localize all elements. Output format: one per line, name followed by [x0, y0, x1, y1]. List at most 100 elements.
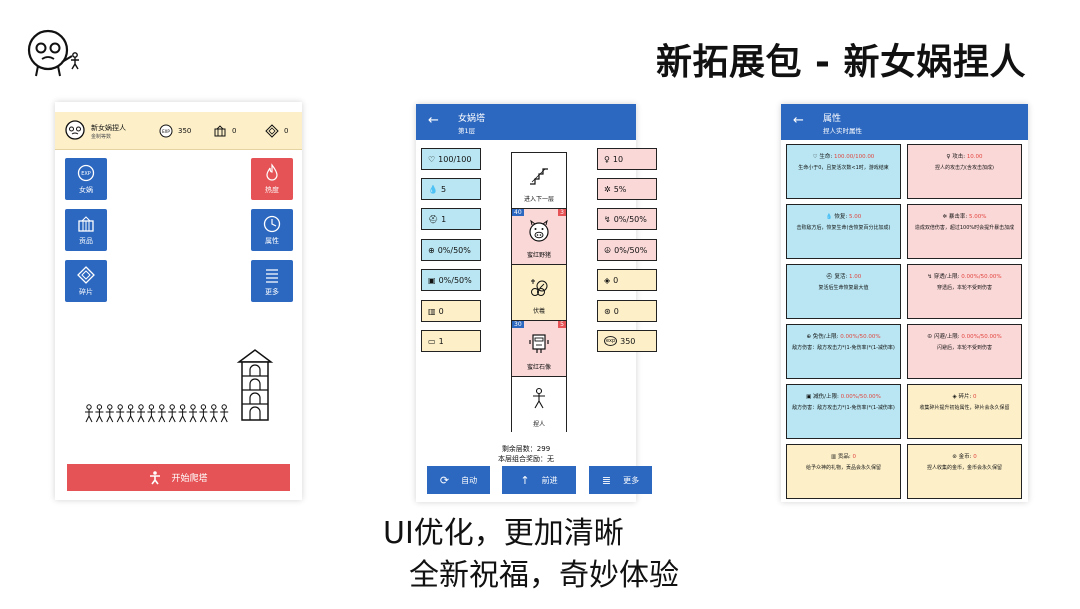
globe-icon: ⊕: [806, 334, 812, 340]
avatar-icon[interactable]: [63, 119, 87, 143]
remaining-floors: 剩余层数：299: [501, 445, 551, 453]
attribute-value: 0: [973, 394, 977, 400]
next-floor-label: 进入下一层: [523, 196, 554, 203]
attributes-label: 属性: [265, 236, 279, 245]
attribute-name: 攻击:: [952, 154, 966, 160]
boar-icon: [529, 219, 549, 242]
attribute-description: 造成双倍伤害，超过100%时会提升暴击加成: [914, 224, 1015, 231]
menu-icon: ≣: [601, 473, 612, 487]
shard-icon: ◈: [604, 275, 611, 285]
enemy-statue-cell[interactable]: 30 5 蜜红石像: [512, 321, 566, 377]
svg-text:EXP: EXP: [162, 129, 170, 134]
shard-icon: [77, 265, 95, 284]
player-cell[interactable]: 捏人: [512, 377, 566, 433]
attribute-value: 0.00%/50.00%: [961, 334, 1002, 340]
advance-label: 前进: [541, 475, 558, 485]
climbers-group-icon: [85, 404, 229, 423]
stick-figure-icon: [126, 404, 135, 423]
more-button[interactable]: ≣ 更多: [589, 466, 652, 494]
attribute-value: 100.00/100.00: [833, 154, 875, 160]
reduction-stat: ▣0%/50%: [421, 269, 481, 291]
attribute-name: 贡品:: [837, 454, 851, 460]
enemy-level-badge: 40: [512, 209, 524, 216]
drop-icon: 💧: [428, 184, 438, 194]
crit-stat: ✲5%: [597, 178, 657, 200]
slide-caption-1: UI优化，更加清晰: [383, 516, 624, 551]
tower-screen: ← 女娲塔 第1层 ♡100/100 💧5 ⛑1 ⊕0%/50% ▣0%/50%…: [416, 104, 657, 502]
auto-button[interactable]: ⟳ 自动: [427, 466, 490, 494]
tribute-button[interactable]: 贡品: [65, 209, 107, 251]
shard-value: 0: [613, 275, 619, 285]
heat-button[interactable]: 热度: [251, 158, 293, 200]
attribute-value: 0: [852, 454, 857, 460]
attack-icon: ♀: [946, 154, 951, 160]
exp-icon: EXP: [77, 164, 95, 181]
reduction-value: 0%/50%: [438, 275, 472, 285]
attribute-name: 恢复:: [834, 214, 848, 220]
exp-value: 350: [620, 336, 636, 346]
shard-icon: ◈: [952, 394, 957, 400]
shard-button[interactable]: 碎片: [65, 260, 107, 302]
fuxi-icon: [531, 279, 548, 296]
ticket-value: 1: [438, 336, 444, 346]
attribute-description: 给予众神的礼物，贡品会永久保留: [805, 464, 881, 471]
advance-button[interactable]: ↑ 前进: [502, 466, 576, 494]
home-screen: 新女娲捏人 金制等数 EXP 350 0 0 EXP 女娲 贡品 碎片 热度 属…: [55, 102, 302, 500]
pierce-icon: ↯: [604, 214, 611, 224]
tower-floors: 进入下一层 40 3 蜜红野猪 伏羲 30 5 蜜红石像 捏人: [511, 152, 567, 433]
immunity-value: 0%/50%: [437, 245, 471, 255]
stick-figure-icon: [95, 404, 104, 423]
back-arrow-icon[interactable]: ←: [793, 113, 804, 128]
refresh-icon: ⟳: [439, 473, 450, 487]
fuxi-cell[interactable]: 伏羲: [512, 265, 566, 321]
back-arrow-icon[interactable]: ←: [428, 113, 439, 128]
attribute-card: ▣ 减伤/上限: 0.00%/50.00%敌方伤害：敌方攻击力*(1-免伤率)*…: [786, 384, 901, 439]
drop-icon: 💧: [825, 214, 833, 220]
stick-figure-icon: [157, 404, 166, 423]
armor-icon: ▣: [806, 394, 812, 400]
dodge-icon: ☮: [604, 245, 612, 255]
attributes-button[interactable]: 属性: [251, 209, 293, 251]
attribute-description: 击败敌方后，恢复生命(含恢复百分比加成): [796, 224, 891, 231]
crit-value: 5%: [613, 184, 627, 194]
enemy-statue-label: 蜜红石像: [526, 364, 551, 371]
exp-icon: exp: [604, 336, 618, 346]
helmet-icon: ⛑: [428, 214, 439, 224]
clock-icon: [263, 215, 281, 232]
attribute-description: 生命小于0，且复活次数<1时，游戏结束: [798, 164, 889, 171]
attribute-description: 收集碎片提升初始属性，碎片会永久保留: [919, 404, 1010, 411]
fuxi-label: 伏羲: [532, 308, 545, 315]
attribute-card: ☮ 闪避/上限: 0.00%/50.00%闪避后，本轮不受到伤害: [907, 324, 1022, 379]
tribute-icon: [78, 215, 94, 232]
more-button[interactable]: 更多: [251, 260, 293, 302]
gold-stat: ⊛0: [597, 300, 657, 322]
more-label: 更多: [623, 475, 640, 485]
start-climb-button[interactable]: 开始爬塔: [67, 464, 290, 491]
attribute-description: 捏人的攻击力(含攻击加成): [935, 164, 994, 171]
auto-label: 自动: [461, 475, 478, 485]
nuwa-button[interactable]: EXP 女娲: [65, 158, 107, 200]
player-label: 捏人: [532, 421, 545, 428]
svg-text:EXP: EXP: [81, 171, 91, 177]
tribute-icon: ▥: [428, 306, 436, 316]
tribute-stat: 0: [213, 124, 236, 138]
enemy-count-badge: 5: [558, 321, 566, 328]
heart-icon: ♡: [812, 154, 818, 160]
nuwa-label: 女娲: [79, 185, 93, 194]
attribute-description: 闪避后，本轮不受到伤害: [936, 344, 992, 351]
enemy-boar-cell[interactable]: 40 3 蜜红野猪: [512, 209, 566, 265]
user-subtitle: 金制等数: [91, 134, 112, 140]
crit-icon: ✲: [942, 214, 948, 220]
enemy-count-badge: 3: [558, 209, 566, 216]
exp-icon: EXP: [159, 124, 173, 138]
shard-stat: 0: [265, 124, 288, 138]
armor-icon: ▣: [428, 275, 436, 285]
next-floor-cell[interactable]: 进入下一层: [512, 153, 566, 209]
ticket-icon: ▭: [428, 336, 436, 346]
globe-icon: ⊕: [428, 245, 435, 255]
